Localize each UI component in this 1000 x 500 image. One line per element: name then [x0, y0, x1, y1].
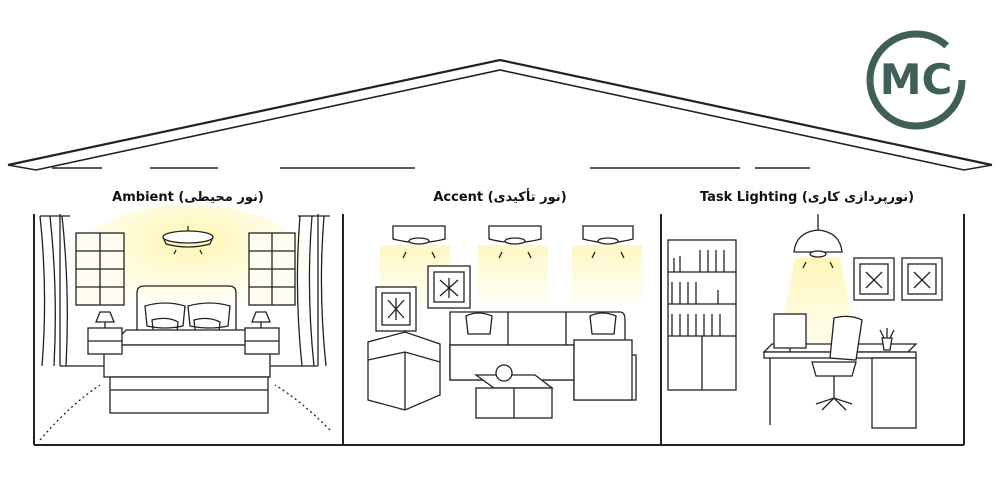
- monitor: [773, 313, 807, 352]
- brand-logo: MC: [866, 30, 966, 130]
- pendant-lamp-2: [488, 225, 542, 259]
- room-office: [667, 214, 943, 429]
- office-frame-1: [853, 257, 895, 301]
- window-left: [75, 232, 125, 306]
- curtain-right: [296, 215, 330, 367]
- task-pendant-lamp: [793, 214, 843, 269]
- picture-frame-left: [375, 286, 417, 332]
- room-bedroom: [39, 205, 331, 441]
- pendant-lamp-1: [392, 225, 446, 259]
- desk-plant: [879, 328, 895, 351]
- ceiling-lamp: [162, 226, 214, 255]
- room-title-task-lighting: Task Lighting (نورپردازی کاری): [699, 190, 915, 205]
- office-frame-2: [901, 257, 943, 301]
- svg-text:MC: MC: [880, 55, 953, 104]
- room-title-accent: Accent (نور تأکیدی): [433, 190, 567, 205]
- curtain-left: [39, 215, 70, 367]
- sofa: [449, 311, 637, 401]
- picture-frame-right: [427, 265, 471, 309]
- office-chair: [811, 315, 863, 411]
- house-floor: [33, 214, 965, 446]
- bed-headboard: [136, 285, 237, 334]
- room-title-ambient: Ambient (نور محیطی): [112, 190, 264, 205]
- armchair: [367, 331, 441, 411]
- roof: [7, 58, 993, 171]
- bed: [103, 329, 271, 414]
- room-living: [367, 225, 642, 419]
- window-right: [248, 232, 296, 306]
- pendant-lamp-3: [582, 225, 634, 259]
- rug: [39, 384, 331, 441]
- bookshelf: [667, 239, 737, 391]
- nightstand-right: [244, 311, 280, 355]
- nightstand-left: [87, 311, 123, 355]
- coffee-table: [473, 364, 554, 419]
